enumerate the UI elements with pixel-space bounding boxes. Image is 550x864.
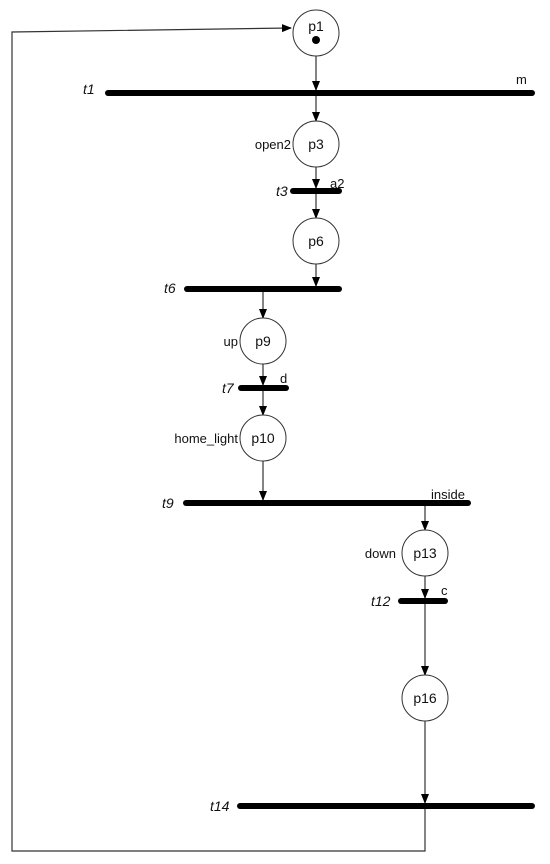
transition-label-t6: t6	[164, 280, 176, 296]
place-label-p13: p13	[413, 545, 437, 561]
arc-t14-p1	[11, 24, 426, 852]
guard-label-t1: m	[516, 72, 527, 87]
place-p9	[239, 317, 287, 365]
place-p1	[292, 9, 340, 57]
transition-label-t14: t14	[210, 798, 230, 814]
transition-label-t12: t12	[371, 593, 391, 609]
place-p6	[292, 217, 340, 265]
transitions: t1 m t3 a2 t6 t7 d t9 inside t12 c t14	[83, 72, 535, 814]
guard-label-t9: inside	[431, 487, 465, 502]
place-p10	[239, 414, 287, 462]
place-label-p10: p10	[251, 430, 275, 446]
place-label-p3: p3	[308, 136, 324, 152]
place-side-label-p13: down	[365, 546, 396, 561]
guard-label-t12: c	[441, 583, 448, 598]
guard-label-t3: a2	[330, 176, 344, 191]
transition-label-t1: t1	[83, 81, 95, 97]
place-p16	[401, 674, 449, 722]
places: p1 p3 open2 p6 p9 up p10 home_light p13 …	[174, 9, 449, 722]
transition-label-t3: t3	[276, 183, 288, 199]
place-label-p6: p6	[308, 233, 324, 249]
transition-label-t9: t9	[162, 495, 174, 511]
place-p3	[292, 120, 340, 168]
place-label-p9: p9	[255, 333, 271, 349]
place-label-p16: p16	[413, 690, 437, 706]
place-side-label-p10: home_light	[174, 431, 238, 446]
transition-label-t7: t7	[222, 380, 235, 396]
place-side-label-p9: up	[224, 334, 238, 349]
place-side-label-p3: open2	[255, 137, 291, 152]
token-dot	[312, 36, 320, 44]
place-label-p1: p1	[308, 18, 324, 34]
guard-label-t7: d	[280, 371, 287, 386]
arcs	[11, 24, 429, 852]
place-p13	[401, 529, 449, 577]
